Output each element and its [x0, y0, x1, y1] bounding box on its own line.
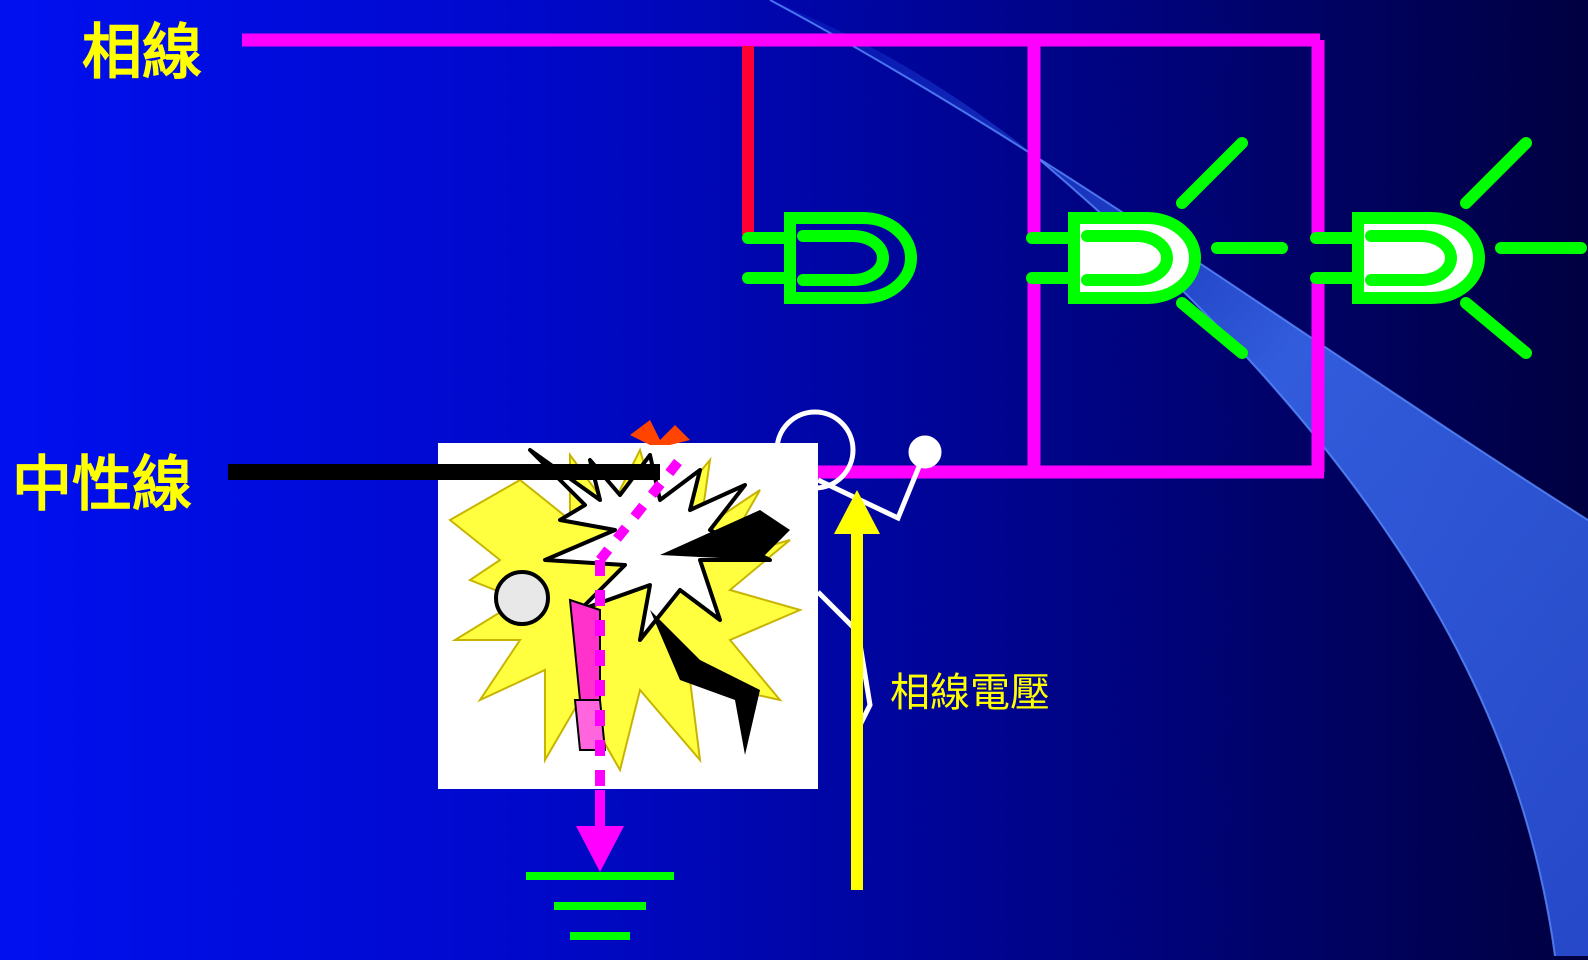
electric-shock-person-icon — [438, 420, 818, 789]
bulb-lit-icon — [1026, 137, 1288, 359]
bulb-lit-icon — [1310, 137, 1587, 359]
arrow-up-icon — [834, 490, 880, 534]
neutral-wire-label: 中性線 — [12, 450, 192, 520]
ground-symbol-icon — [526, 872, 674, 940]
arrow-down-icon — [576, 826, 624, 872]
phase-wire-label: 相線 — [82, 18, 202, 88]
switch-open-icon — [774, 409, 942, 727]
phase-voltage-arrow — [834, 490, 880, 890]
leakage-current-path — [576, 458, 682, 872]
phase-voltage-label: 相線電壓 — [890, 670, 1050, 716]
bulb-off-icon — [742, 212, 917, 304]
phase-wire — [242, 33, 1325, 479]
